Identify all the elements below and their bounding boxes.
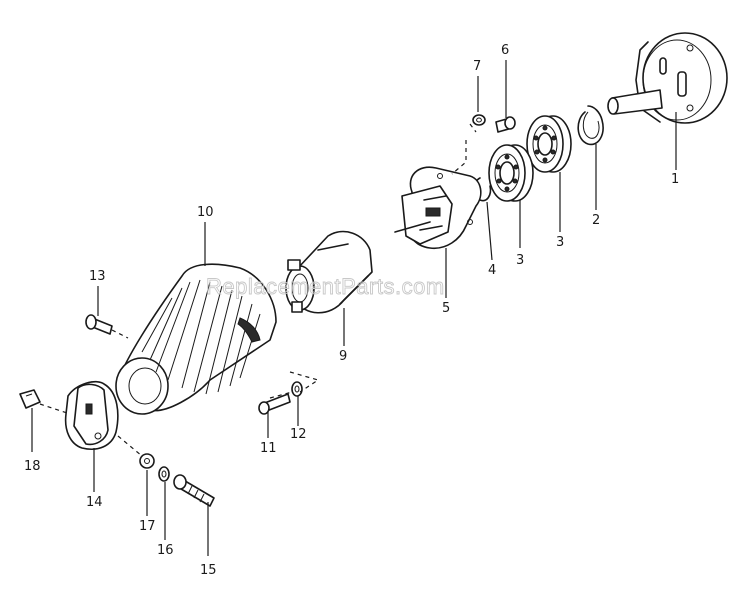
part-snap-ring[interactable]	[577, 105, 604, 146]
callout-1: 1	[671, 172, 679, 187]
callout-3-right: 3	[556, 235, 564, 250]
part-cover-plate[interactable]	[64, 380, 119, 450]
part-long-bolt[interactable]	[173, 474, 215, 507]
callout-11: 11	[260, 441, 277, 456]
callout-18: 18	[24, 459, 41, 474]
callout-15: 15	[200, 563, 217, 578]
part-washer-16[interactable]	[158, 466, 170, 482]
callout-6: 6	[501, 43, 509, 58]
part-clutch-sleeve[interactable]	[285, 230, 373, 314]
callout-7: 7	[473, 59, 481, 74]
part-washer-17[interactable]	[139, 453, 155, 469]
part-nut[interactable]	[19, 389, 41, 409]
part-bearing-inner[interactable]	[488, 144, 534, 202]
leader-lines	[31, 60, 677, 556]
callout-16: 16	[157, 543, 174, 558]
watermark: ReplacementParts.com	[206, 274, 445, 299]
part-clutch-drum[interactable]	[607, 32, 728, 124]
part-bearing-housing[interactable]	[394, 166, 482, 250]
callout-2: 2	[592, 213, 600, 228]
callout-10: 10	[197, 205, 214, 220]
callout-12: 12	[290, 427, 307, 442]
callout-9: 9	[339, 349, 347, 364]
callout-4: 4	[488, 263, 496, 278]
callout-14: 14	[86, 495, 103, 510]
part-screw-13[interactable]	[85, 314, 113, 335]
callout-5: 5	[442, 301, 450, 316]
part-washer-cone[interactable]	[291, 381, 303, 397]
callout-3-left: 3	[516, 253, 524, 268]
callout-13: 13	[89, 269, 106, 284]
part-bearing-outer[interactable]	[526, 115, 572, 173]
callout-17: 17	[139, 519, 156, 534]
part-screw-small[interactable]	[495, 116, 516, 133]
part-screw-cone[interactable]	[258, 393, 291, 415]
part-cone-housing[interactable]	[115, 263, 277, 415]
callout-numbers: 1 2 3 3 4 5 6 7 9 10 11 12 13 14 15 16 1…	[24, 43, 679, 578]
part-washer-small[interactable]	[472, 114, 486, 126]
